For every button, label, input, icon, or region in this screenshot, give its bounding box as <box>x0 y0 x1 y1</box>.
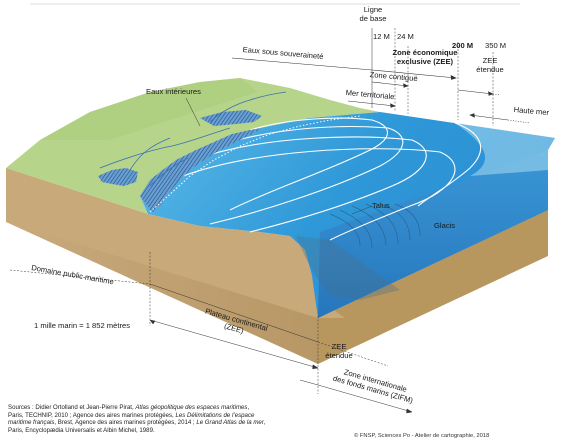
label-mille-marin: 1 mille marin = 1 852 mètres <box>34 321 131 330</box>
sea-surface <box>140 112 555 318</box>
label-ligne-de-base: Ligne de base <box>359 5 387 23</box>
sources-segment: maritime français <box>8 419 55 427</box>
inland-waters-hatch-3 <box>200 110 262 126</box>
label-200m: 200 M <box>452 41 474 50</box>
bottom-guides <box>9 252 413 414</box>
label-eaux-interieures: Eaux intérieures <box>146 87 201 96</box>
inland-leader <box>185 97 201 127</box>
talus-leader <box>351 205 373 215</box>
soil-right-face <box>318 210 548 364</box>
seabed-profile <box>6 168 345 318</box>
slope-ridges <box>329 203 421 249</box>
label-12m: 12 M <box>373 32 390 41</box>
sources-segment: Atlas géopolitique des espaces maritimes <box>135 404 248 411</box>
sea-side-face <box>318 150 548 318</box>
label-zee-etendue-top: ZEE étendue <box>476 56 504 74</box>
land-highlight <box>40 78 258 140</box>
inland-waters-hatch <box>140 128 262 212</box>
rivers <box>99 91 287 187</box>
sources-segment: , Brest, Agence des aires marines protég… <box>54 419 197 427</box>
label-glacis: Glacis <box>434 221 456 230</box>
top-guides <box>371 28 494 126</box>
sources-segment: Les Délimitations de l’espace <box>175 411 255 419</box>
inland-waters-hatch-2 <box>98 168 138 186</box>
sources-block: Sources : Didier Ortolland et Jean-Pierr… <box>8 404 266 434</box>
sources-segment: Le Grand Atlas de la mer <box>196 419 264 427</box>
baseline-dots <box>149 115 361 213</box>
sources-segment: , <box>263 419 266 427</box>
high-seas-band <box>455 123 555 176</box>
label-350m: 350 M <box>485 41 507 50</box>
label-zee: Zone économique exclusive (ZEE) <box>392 48 458 66</box>
sources-segment: Paris, TECHNIP, 2010 ; Agence des aires … <box>8 411 176 419</box>
zone-arrows <box>347 81 531 124</box>
sources-segment: Sources : Didier Ortolland et Jean-Pierr… <box>8 404 136 411</box>
sources-line: maritime français, Brest, Agence des air… <box>8 419 266 427</box>
sources-line: Paris, Encyclopædia Universalis et Albin… <box>8 427 266 435</box>
sources-segment: , <box>247 404 250 411</box>
label-zee-etendue-bottom: ZEE étendue <box>325 342 353 360</box>
credit-line: © FNSP, Sciences Po - Atelier de cartogr… <box>354 433 490 439</box>
zone-contours <box>177 117 482 241</box>
sovereignty-arrow <box>231 57 457 80</box>
sources-line: Paris, TECHNIP, 2010 ; Agence des aires … <box>8 412 266 420</box>
label-talus: Talus <box>372 201 390 210</box>
sources-segment: Paris, Encyclopædia Universalis et Albin… <box>8 426 155 434</box>
sources-line: Sources : Didier Ortolland et Jean-Pierr… <box>8 404 266 412</box>
slope-shadow <box>296 236 400 300</box>
label-24m: 24 M <box>397 32 414 41</box>
